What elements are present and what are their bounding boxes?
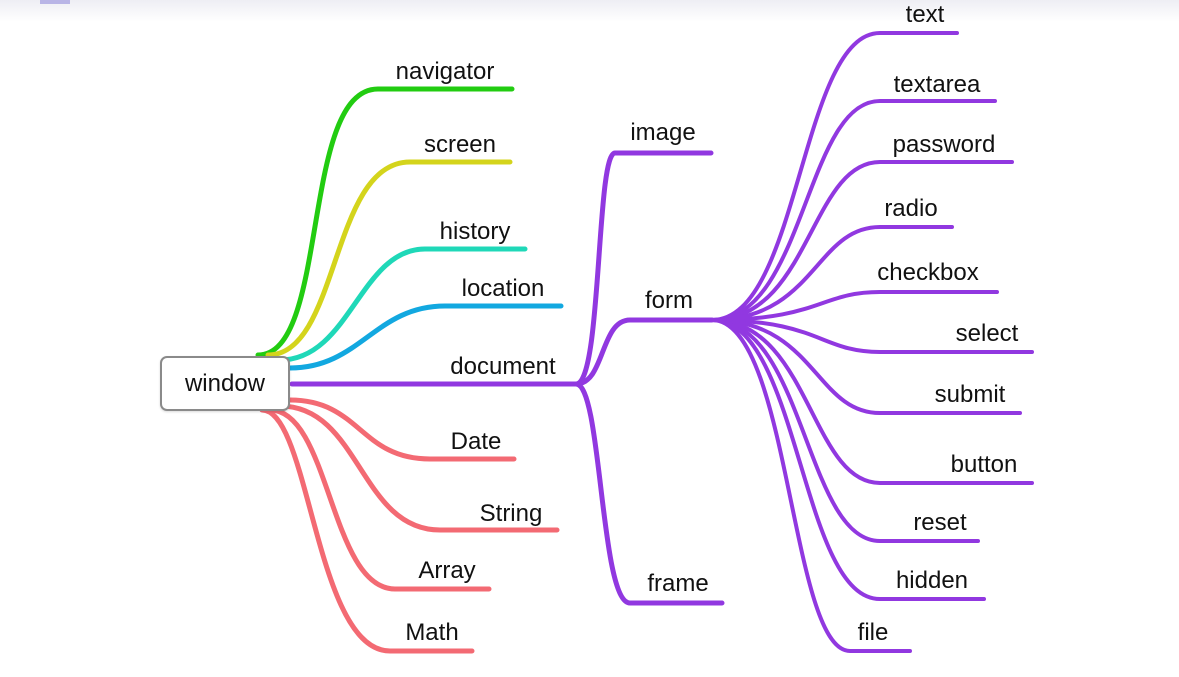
branch-hidden [710,318,986,601]
branch-math [259,407,475,654]
node-frame[interactable]: frame [647,570,708,597]
node-checkbox[interactable]: checkbox [877,259,978,286]
node-math[interactable]: Math [405,619,458,646]
top-corner-marker [40,0,70,4]
node-password[interactable]: password [893,131,996,158]
node-radio[interactable]: radio [884,195,937,222]
branch-radio [710,225,954,322]
branch-textarea [710,99,997,322]
branch-string [277,403,560,533]
node-array[interactable]: Array [418,557,475,584]
root-node-label: window [184,369,266,397]
branch-screen [265,159,513,358]
branch-checkbox [710,290,999,322]
node-history[interactable]: history [440,218,511,245]
node-form[interactable]: form [645,287,693,314]
branch-form [573,317,715,387]
branch-text [710,31,959,322]
branch-submit [710,318,1022,415]
branch-reset [710,318,980,543]
branch-select [710,318,1034,354]
node-location[interactable]: location [462,275,545,302]
node-textarea[interactable]: textarea [894,71,981,98]
node-navigator[interactable]: navigator [396,58,495,85]
branch-history [277,246,528,363]
node-text[interactable]: text [906,1,945,28]
node-document[interactable]: document [450,353,556,380]
branch-button [710,318,1034,485]
branch-password [710,160,1014,322]
branch-image [573,150,714,387]
node-button[interactable]: button [951,451,1018,478]
branch-navigator [255,86,515,358]
node-string[interactable]: String [480,500,543,527]
node-hidden[interactable]: hidden [896,567,968,594]
branch-file [710,318,912,653]
branch-array [267,407,492,592]
node-image[interactable]: image [630,119,695,146]
node-reset[interactable]: reset [913,509,967,536]
branch-date [287,397,517,462]
node-screen[interactable]: screen [424,131,496,158]
node-submit[interactable]: submit [935,381,1006,408]
root-node-window[interactable]: window [160,356,290,411]
node-select[interactable]: select [956,320,1019,347]
branch-location [287,303,564,371]
top-edge-shadow [0,0,1179,22]
branch-frame [573,381,725,606]
node-file[interactable]: file [858,619,889,646]
node-date[interactable]: Date [451,428,502,455]
